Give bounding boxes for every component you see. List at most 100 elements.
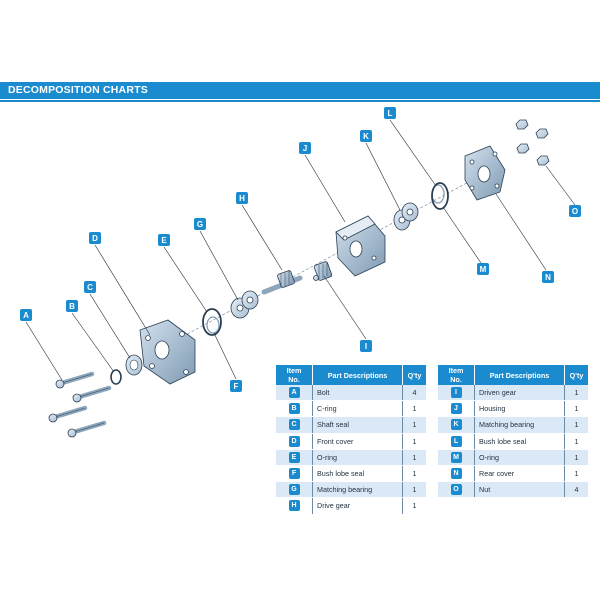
part-qty: 1 [564, 449, 588, 466]
part-description: Housing [474, 400, 565, 418]
part-description: Bush lobe seal [474, 433, 565, 450]
bolt-3 [48, 405, 88, 423]
item-badge: O [450, 484, 462, 496]
matching-bearing-front-part [230, 290, 259, 319]
matching-bearing-rear-part [393, 202, 419, 231]
nut-2 [535, 128, 549, 139]
callout-j: J [299, 142, 311, 154]
part-description: C-ring [312, 400, 403, 418]
callout-k: K [360, 130, 372, 142]
part-description: Bolt [312, 385, 403, 402]
nut-4 [536, 155, 550, 166]
o-ring-front-part [202, 308, 222, 336]
svg-text:J: J [303, 144, 307, 153]
part-qty: 1 [402, 481, 426, 499]
section-title: DECOMPOSITION CHARTS [8, 84, 148, 96]
bush-lobe-seal-front-part [206, 316, 220, 334]
parts-table-right: Item No. Part Descriptions Q'ty I Driven … [438, 365, 588, 499]
callout-h: H [236, 192, 248, 204]
nut-1 [515, 119, 529, 130]
col-header-part-descriptions: Part Descriptions [474, 365, 565, 385]
svg-text:E: E [161, 236, 167, 245]
part-description: Matching bearing [474, 416, 565, 434]
svg-text:B: B [69, 302, 75, 311]
part-qty: 1 [564, 465, 588, 483]
svg-text:M: M [480, 265, 487, 274]
part-description: Nut [474, 481, 565, 499]
item-badge: C [288, 419, 300, 431]
rear-cover-part [464, 145, 506, 201]
part-qty: 1 [402, 400, 426, 418]
svg-text:G: G [197, 220, 203, 229]
nut-3 [516, 143, 530, 154]
item-badge: F [288, 468, 300, 480]
bolt-2 [72, 385, 112, 403]
col-header-qty: Q'ty [564, 365, 588, 385]
item-badge: K [450, 419, 462, 431]
nut-part [515, 119, 550, 166]
part-qty: 1 [564, 400, 588, 418]
housing-part [335, 215, 386, 277]
svg-text:C: C [87, 283, 93, 292]
bolt-1 [55, 371, 95, 389]
part-description: O-ring [312, 449, 403, 466]
col-header-item-no: Item No. [438, 365, 475, 385]
svg-text:O: O [572, 207, 578, 216]
callout-g: G [194, 218, 206, 230]
driven-gear-part [313, 261, 333, 281]
front-cover-part [139, 319, 196, 385]
callout-e: E [158, 234, 170, 246]
item-badge: B [288, 403, 300, 415]
part-description: Matching bearing [312, 481, 403, 499]
item-badge: I [450, 387, 462, 399]
part-description: Driven gear [474, 385, 565, 402]
col-header-qty: Q'ty [402, 365, 426, 385]
svg-text:F: F [234, 382, 239, 391]
callout-c: C [84, 281, 96, 293]
callout-i: I [360, 340, 372, 352]
callout-o: O [569, 205, 581, 217]
svg-text:N: N [545, 273, 551, 282]
svg-text:I: I [365, 342, 367, 351]
svg-text:H: H [239, 194, 245, 203]
item-badge: J [450, 403, 462, 415]
o-ring-rear-part [431, 182, 449, 210]
c-ring-part [110, 369, 122, 385]
col-header-part-descriptions: Part Descriptions [312, 365, 403, 385]
drive-gear-part [261, 270, 303, 295]
svg-text:D: D [92, 234, 98, 243]
bolt-4 [67, 420, 107, 438]
bolt-part [48, 371, 112, 438]
item-badge: M [450, 451, 462, 463]
part-description: Rear cover [474, 465, 565, 483]
item-badge: A [288, 387, 300, 399]
callout-badges: A B C D E F G H I J K L M N O [20, 107, 581, 392]
callout-m: M [477, 263, 489, 275]
item-badge: L [450, 435, 462, 447]
part-qty: 1 [402, 497, 426, 515]
part-description: Bush lobe seal [312, 465, 403, 483]
col-header-item-no: Item No. [276, 365, 313, 385]
svg-text:K: K [363, 132, 369, 141]
part-qty: 1 [402, 433, 426, 450]
part-description: Front cover [312, 433, 403, 450]
part-qty: 1 [564, 385, 588, 402]
item-badge: N [450, 468, 462, 480]
callout-d: D [89, 232, 101, 244]
part-description: Drive gear [312, 497, 403, 515]
part-qty: 1 [402, 449, 426, 466]
part-description: O-ring [474, 449, 565, 466]
part-qty: 1 [402, 416, 426, 434]
callout-a: A [20, 309, 32, 321]
part-qty: 4 [564, 481, 588, 499]
